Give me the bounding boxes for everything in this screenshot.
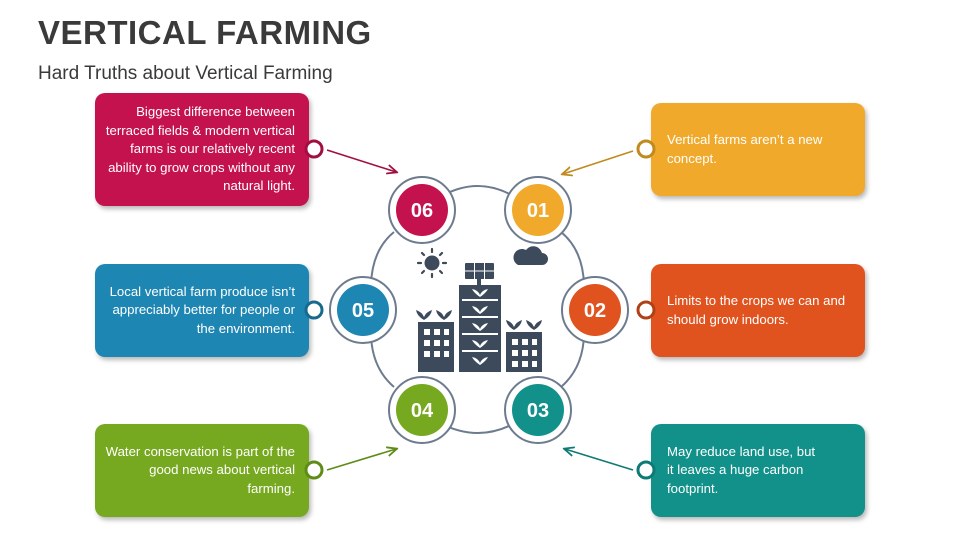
card-05: Local vertical farm produce isn’t apprec… xyxy=(95,264,309,357)
arrow-06 xyxy=(326,149,396,172)
card-04-text: Water conservation is part of the good n… xyxy=(105,443,295,496)
node-04-fill xyxy=(396,384,448,436)
node-06-fill xyxy=(396,184,448,236)
node-05: 05 xyxy=(329,276,397,344)
card-03-text: May reduce land use, but it leaves a hug… xyxy=(667,443,816,496)
vertical-farm-buildings-icon xyxy=(416,246,548,372)
card-02: Limits to the crops we can and should gr… xyxy=(651,264,865,357)
card-01-text: Vertical farms aren’t a new concept. xyxy=(667,132,823,166)
card-05-text: Local vertical farm produce isn’t apprec… xyxy=(109,283,295,336)
card-02-text: Limits to the crops we can and should gr… xyxy=(667,293,846,327)
page-subtitle: Hard Truths about Vertical Farming xyxy=(38,63,333,84)
node-03-label: 03 xyxy=(527,400,549,422)
sun-icon xyxy=(416,247,448,279)
cloud-icon xyxy=(513,246,548,265)
arrow-04 xyxy=(326,449,396,471)
node-03: 03 xyxy=(504,376,572,444)
node-02: 02 xyxy=(561,276,629,344)
page-title: VERTICAL FARMING xyxy=(38,14,372,51)
connector-ring xyxy=(370,185,585,434)
node-06-label: 06 xyxy=(411,200,433,222)
node-02-label: 02 xyxy=(584,300,606,322)
card-03: May reduce land use, but it leaves a hug… xyxy=(651,424,865,517)
arrow-01 xyxy=(563,150,634,174)
node-04: 04 xyxy=(388,376,456,444)
node-06: 06 xyxy=(388,176,456,244)
node-04-label: 04 xyxy=(411,400,434,422)
node-01: 01 xyxy=(504,176,572,244)
node-05-fill xyxy=(337,284,389,336)
card-01: Vertical farms aren’t a new concept. xyxy=(651,103,865,196)
card-06: Biggest difference between terraced fiel… xyxy=(95,93,309,206)
node-01-label: 01 xyxy=(527,200,549,222)
node-01-fill xyxy=(512,184,564,236)
arrow-03 xyxy=(565,449,634,471)
node-02-fill xyxy=(569,284,621,336)
node-05-label: 05 xyxy=(352,300,374,322)
card-04: Water conservation is part of the good n… xyxy=(95,424,309,517)
pointer-arrows xyxy=(326,149,634,471)
card-06-text: Biggest difference between terraced fiel… xyxy=(105,104,295,194)
node-03-fill xyxy=(512,384,564,436)
